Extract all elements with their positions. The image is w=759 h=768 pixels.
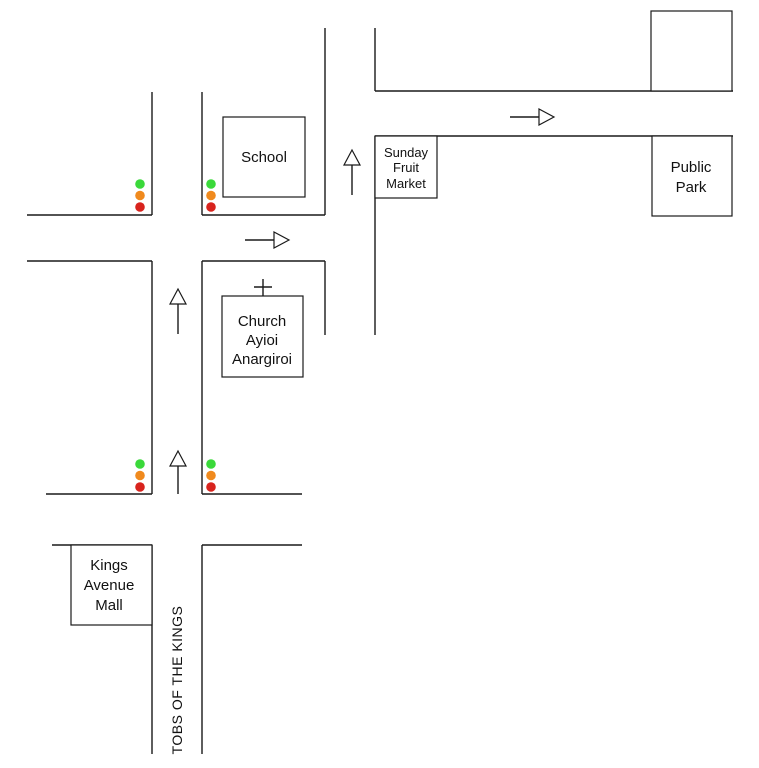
park-label-line: Public (671, 159, 712, 176)
hotel-box (650, 10, 733, 92)
school-building: School (222, 116, 306, 198)
traffic-light-icon (135, 179, 145, 212)
traffic-light-lamp (135, 202, 145, 212)
direction-arrow-icon (343, 148, 361, 195)
traffic-light-lamp (206, 459, 216, 469)
market-label-line: Sunday (384, 145, 429, 160)
arrow-head (169, 287, 187, 305)
traffic-light-lamp (206, 470, 216, 481)
market-building: Sunday Fruit Market (374, 135, 438, 199)
traffic-light-icon (206, 179, 216, 212)
arrow-head (538, 108, 556, 126)
park-box (651, 135, 733, 217)
mall-building: Kings Avenue Mall (70, 544, 153, 626)
church-label-line: Ayioi (246, 332, 278, 349)
mall-label-line: Kings (90, 557, 128, 574)
arrow-head (343, 148, 361, 166)
park-label-line: Park (676, 179, 707, 196)
street-name-label: TOBS OF THE KINGS (169, 606, 185, 755)
traffic-light-lamp (135, 482, 145, 492)
market-box (374, 135, 438, 199)
mall-label-line: Avenue (84, 577, 135, 594)
traffic-light-lamp (135, 459, 145, 469)
church-building: Church Ayioi Anargiroi (221, 279, 304, 378)
traffic-light-lamp (135, 190, 145, 201)
direction-arrows (169, 108, 556, 494)
market-label-line: Market (386, 176, 426, 191)
park-building: Public Park (651, 135, 733, 217)
direction-arrow-icon (245, 231, 291, 249)
school-box (222, 116, 306, 198)
hotel-building: ALECOS HOTEL APTS (650, 10, 733, 92)
traffic-light-lamp (206, 482, 216, 492)
school-label: School (241, 149, 287, 166)
traffic-light-lamp (206, 179, 216, 189)
hotel-label-line: HOTEL (668, 43, 717, 59)
mall-box (70, 544, 153, 626)
traffic-light-icon (135, 459, 145, 492)
church-box (221, 295, 304, 378)
traffic-lights (135, 179, 216, 492)
direction-arrow-icon (169, 449, 187, 494)
hotel-label-line: ALECOS (662, 22, 722, 38)
arrow-head (273, 231, 291, 249)
mall-label-line: Mall (95, 597, 123, 614)
traffic-light-lamp (135, 470, 145, 481)
arrow-head (169, 449, 187, 467)
traffic-light-lamp (206, 202, 216, 212)
church-label-line: Anargiroi (232, 351, 292, 368)
traffic-light-lamp (135, 179, 145, 189)
market-label-line: Fruit (393, 160, 419, 175)
direction-arrow-icon (169, 287, 187, 334)
direction-arrow-icon (510, 108, 556, 126)
church-label-line: Church (238, 313, 286, 330)
traffic-light-icon (206, 459, 216, 492)
traffic-light-lamp (206, 190, 216, 201)
hotel-label-line: APTS (673, 64, 712, 80)
